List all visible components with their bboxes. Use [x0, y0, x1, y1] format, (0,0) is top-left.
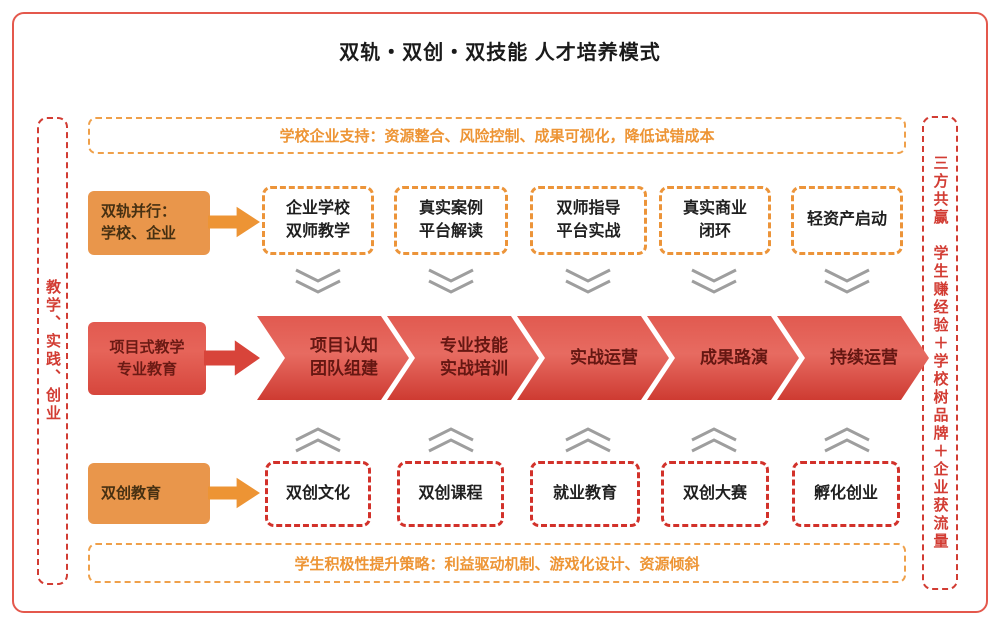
bottom-box-incubation: 孵化创业: [792, 461, 900, 527]
student-motivation-banner: 学生积极性提升策略：利益驱动机制、游戏化设计、资源倾斜: [88, 543, 906, 583]
outer-frame: [12, 12, 988, 613]
top-box-light-asset: 轻资产启动: [791, 186, 903, 255]
double-chevron-down-icon: [687, 267, 741, 297]
project-teaching-box: 项目式教学 专业教育: [88, 322, 206, 395]
top-box-platform-practice: 双师指导 平台实战: [530, 186, 647, 255]
dual-track-box: 双轨并行： 学校、企业: [88, 191, 210, 255]
school-enterprise-support-banner: 学校企业支持：资源整合、风险控制、成果可视化，降低试错成本: [88, 117, 906, 154]
top-box-business-loop: 真实商业 闭环: [659, 186, 771, 255]
double-chevron-down-icon: [561, 267, 615, 297]
double-chevron-up-icon: [424, 424, 478, 454]
bottom-box-competition: 双创大赛: [661, 461, 769, 527]
double-chevron-up-icon: [561, 424, 615, 454]
top-box-dual-teacher: 企业学校 双师教学: [262, 186, 374, 255]
process-step-1-chevron: 项目认知 团队组建: [257, 316, 409, 400]
left-banner-label: 教学、实践、创业: [44, 279, 61, 423]
double-chevron-down-icon: [424, 267, 478, 297]
process-step-2-chevron: 专业技能 实战培训: [387, 316, 539, 400]
diagram-title: 双轨・双创・双技能 人才培养模式: [339, 42, 661, 64]
right-banner-label: 三方共赢 学生赚经验＋学校树品牌＋企业获流量: [931, 155, 949, 551]
bottom-box-culture: 双创文化: [265, 461, 371, 527]
double-chevron-up-icon: [820, 424, 874, 454]
left-dimension-banner: 教学、实践、创业: [37, 117, 68, 585]
bottom-box-employment: 就业教育: [530, 461, 640, 527]
bottom-box-course: 双创课程: [397, 461, 504, 527]
double-chevron-up-icon: [687, 424, 741, 454]
top-box-real-case: 真实案例 平台解读: [394, 186, 508, 255]
right-winwin-banner: 三方共赢 学生赚经验＋学校树品牌＋企业获流量: [922, 116, 958, 590]
double-chevron-up-icon: [291, 424, 345, 454]
double-chevron-down-icon: [291, 267, 345, 297]
innovation-education-box: 双创教育: [88, 463, 210, 524]
double-chevron-down-icon: [820, 267, 874, 297]
